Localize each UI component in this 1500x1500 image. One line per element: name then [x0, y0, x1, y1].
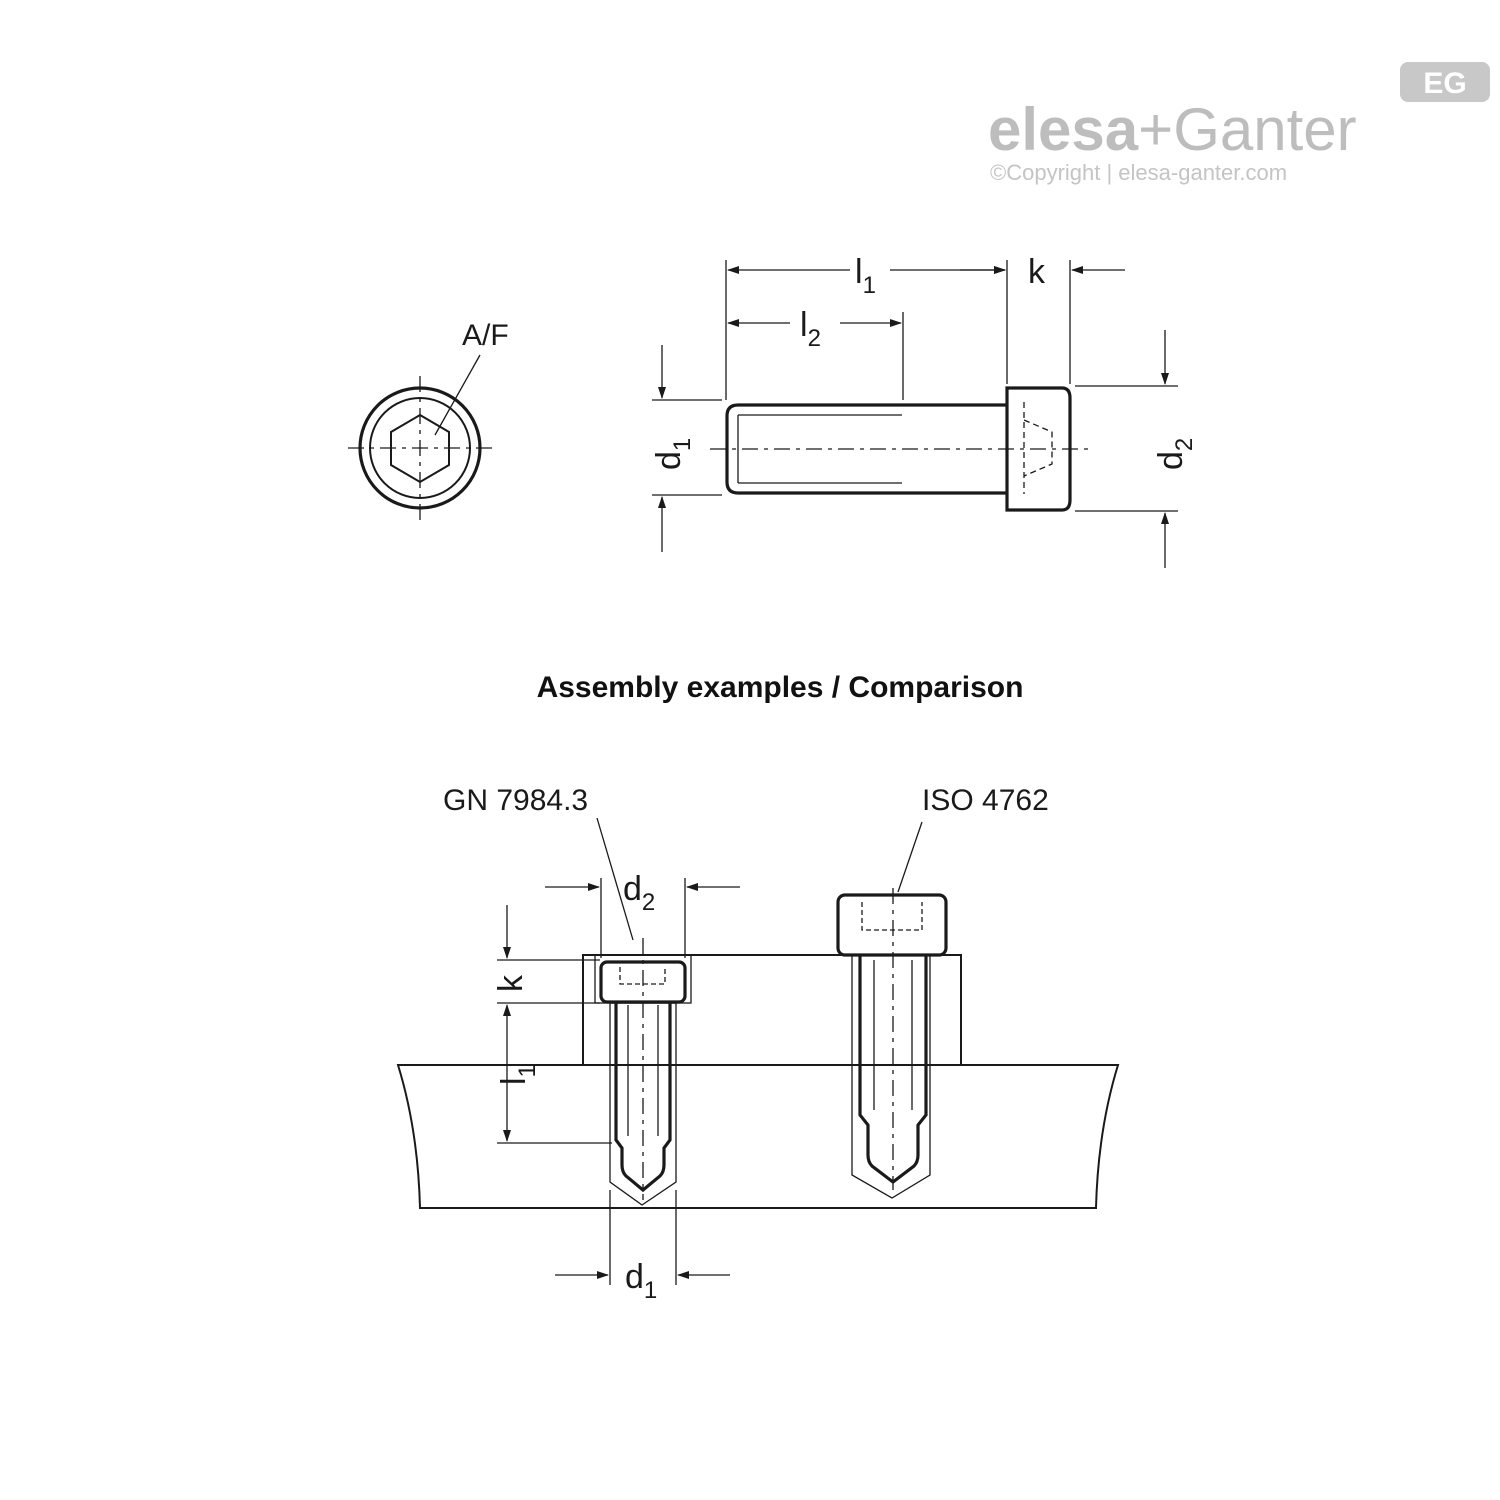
- dim-k-assembly: k: [492, 974, 530, 992]
- upper-part: [582, 954, 962, 1066]
- logo-brand-right: Ganter: [1173, 96, 1356, 163]
- logo-brand: elesa+Ganter: [988, 96, 1357, 163]
- dim-l2-side: l2: [800, 306, 821, 352]
- assembly-diagram: GN 7984.3 ISO 4762 d2 k l1 d1: [396, 784, 1120, 1304]
- dim-l1-assembly-main: l: [495, 1077, 533, 1085]
- dim-d1-side: d1: [650, 438, 696, 470]
- section-title: Assembly examples / Comparison: [537, 671, 1024, 704]
- dim-d2-side-main: d: [1152, 451, 1190, 470]
- dim-d1-assembly-sub: 1: [644, 1277, 657, 1304]
- logo-brand-plus: +: [1138, 96, 1173, 163]
- dim-l1-assembly-sub: 1: [514, 1064, 541, 1077]
- dim-l2-side-sub: 2: [808, 325, 821, 352]
- dim-d2-side-sub: 2: [1171, 438, 1198, 451]
- dim-k-side: k: [1028, 253, 1046, 291]
- dim-l1-side: l1: [855, 253, 876, 299]
- logo-badge: [1400, 62, 1490, 102]
- dim-d1-assembly: d1: [625, 1258, 657, 1304]
- dim-l2-side-main: l: [800, 306, 808, 344]
- dim-d1-side-sub: 1: [669, 438, 696, 451]
- dim-d2-side: d2: [1152, 438, 1198, 470]
- base-plate: [396, 1064, 1120, 1209]
- dim-d1-assembly-main: d: [625, 1258, 644, 1296]
- dim-l1-side-sub: 1: [863, 272, 876, 299]
- dim-d2-assembly-main: d: [623, 870, 642, 908]
- screw-gn-7984-3: [599, 938, 687, 1200]
- screw-iso-4762: [836, 888, 948, 1190]
- dim-d2-assembly-sub: 2: [642, 889, 655, 916]
- logo: EG elesa+Ganter ©Copyright | elesa-gante…: [988, 62, 1490, 185]
- screw-end-view: A/F: [348, 319, 509, 520]
- dim-d1-side-main: d: [650, 451, 688, 470]
- label-gn-7984-3: GN 7984.3: [443, 784, 588, 817]
- dim-l1-side-main: l: [855, 253, 863, 291]
- label-iso-4762: ISO 4762: [922, 784, 1049, 817]
- logo-badge-text: EG: [1423, 67, 1466, 100]
- af-label: A/F: [462, 319, 509, 352]
- dim-l1-assembly: l1: [495, 1064, 541, 1085]
- dim-d2-assembly: d2: [623, 870, 655, 916]
- logo-copyright: ©Copyright | elesa-ganter.com: [990, 160, 1287, 185]
- logo-brand-left: elesa: [988, 96, 1139, 163]
- screw-side-view: l1 l2 k d1 d2: [650, 253, 1198, 568]
